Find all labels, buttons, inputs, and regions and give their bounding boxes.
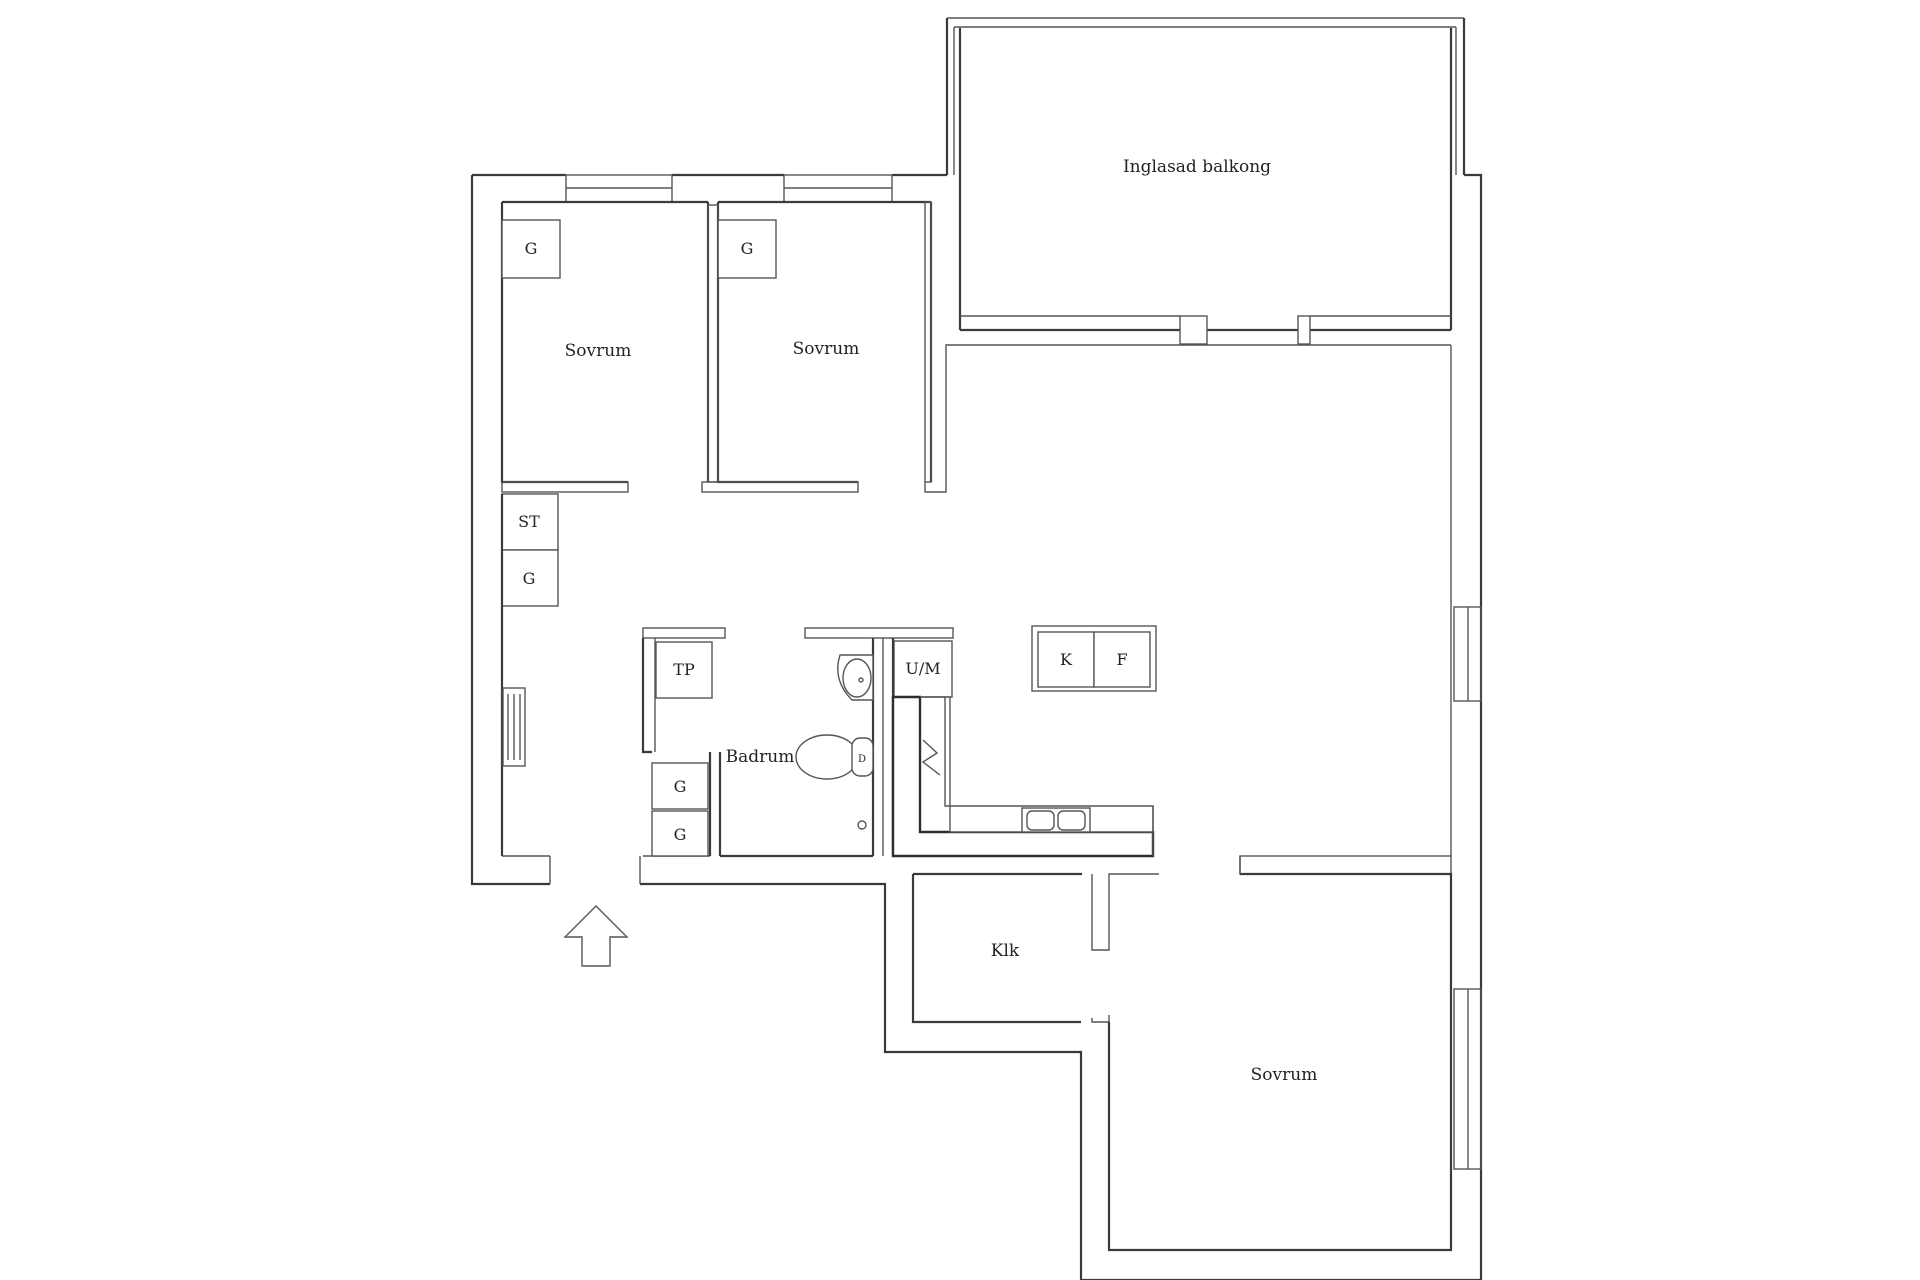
hall-storage: ST G (500, 493, 559, 857)
wardrobe-hall-label: G (523, 569, 536, 588)
fridge-freezer: K F (1031, 625, 1157, 692)
svg-text:D: D (858, 754, 866, 765)
wardrobe-hall (501, 549, 559, 607)
balcony: Inglasad balkong (947, 17, 1464, 345)
sink-icon (837, 654, 874, 701)
wardrobe-bedroom-2-label: G (741, 239, 754, 258)
kitchen-sink-icon (1021, 807, 1091, 833)
wardrobe-bath-1 (651, 762, 709, 810)
freezer-label: F (1116, 650, 1127, 669)
entrance-arrow-icon (563, 905, 629, 967)
wardrobe-bath-2-label: G (674, 825, 687, 844)
bedroom-1: G Sovrum (500, 200, 710, 484)
windows-top (565, 174, 893, 203)
dryer-bath-label: TP (673, 660, 695, 679)
laundry: U/M (891, 638, 953, 856)
toilet-icon: D (795, 734, 874, 780)
storage-hall-label: ST (518, 512, 540, 531)
storage-hall (501, 493, 559, 551)
wardrobe-bath-1-label: G (674, 777, 687, 796)
wardrobe-bath-2 (651, 810, 709, 857)
outer-walls (470, 18, 1483, 1280)
freezer (1093, 631, 1151, 688)
bedroom-2-label: Sovrum (793, 339, 860, 359)
floor-drain-icon (857, 820, 867, 830)
laundry-unit (893, 640, 953, 698)
bathroom: TP G G Badrum D (641, 627, 954, 858)
closet-label: Klk (991, 941, 1020, 961)
stove-icon (921, 739, 941, 776)
living-area (1152, 806, 1241, 874)
wardrobe-bedroom-2 (717, 219, 777, 279)
bedroom-1-label: Sovrum (565, 341, 632, 361)
wardrobe-bedroom-1 (501, 219, 561, 279)
bathroom-label: Badrum (726, 747, 795, 767)
laundry-label: U/M (905, 659, 940, 678)
entrance (549, 856, 641, 884)
closet: Klk (911, 872, 1159, 1024)
kitchen-counter (891, 695, 1155, 858)
balcony-label: Inglasad balkong (1123, 157, 1271, 177)
bedroom-3-label: Sovrum (1251, 1065, 1318, 1085)
dryer-bath (655, 641, 713, 699)
radiator-icon (502, 687, 526, 767)
bedroom-3: Sovrum (1107, 855, 1453, 1252)
windows-right (1453, 606, 1482, 1170)
fridge-label: K (1060, 650, 1073, 669)
partitions (501, 201, 1452, 856)
wardrobe-bedroom-1-label: G (525, 239, 538, 258)
bedroom-2: G Sovrum (716, 200, 933, 484)
